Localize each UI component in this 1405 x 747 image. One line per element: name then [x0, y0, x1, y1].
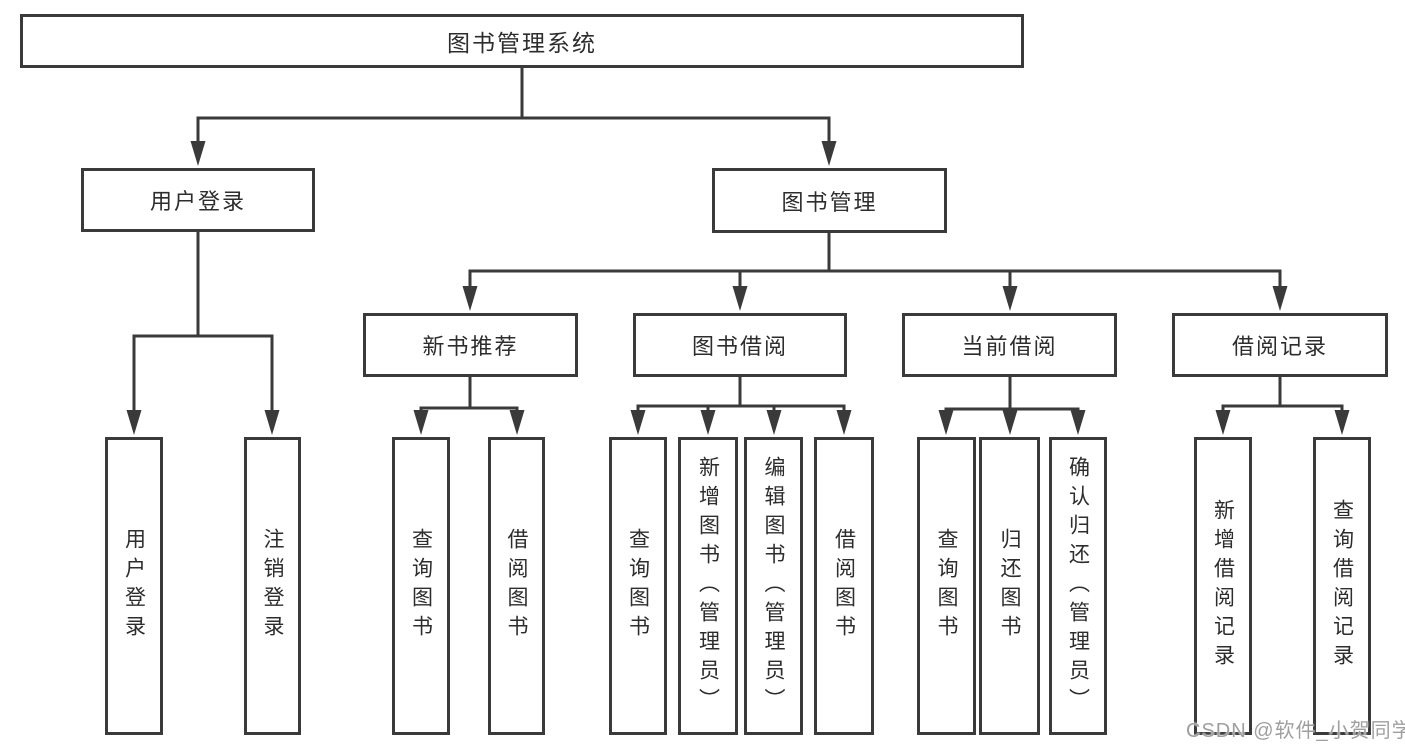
leaf-query-books-current: 查询图书 — [917, 437, 976, 735]
csdn-watermark: CSDN @软件_小贺同学 — [1186, 720, 1405, 742]
leaf-add-borrow-record: 新增借阅记录 — [1194, 437, 1252, 735]
leaf-borrow-books-recommend: 借阅图书 — [488, 437, 545, 735]
node-current-borrowing: 当前借阅 — [902, 313, 1117, 377]
leaf-query-books-borrowing: 查询图书 — [609, 437, 667, 735]
node-new-book-recommendation: 新书推荐 — [363, 313, 578, 377]
leaf-query-books-recommend: 查询图书 — [392, 437, 450, 735]
node-book-management: 图书管理 — [712, 168, 947, 233]
leaf-add-books-admin: 新增图书（管理员） — [678, 437, 738, 735]
leaf-edit-books-admin: 编辑图书（管理员） — [744, 437, 803, 735]
node-user-login: 用户登录 — [81, 168, 315, 232]
leaf-logout: 注销登录 — [244, 437, 301, 735]
leaf-user-login: 用户登录 — [105, 437, 163, 735]
leaf-borrow-books-borrowing: 借阅图书 — [814, 437, 874, 735]
leaf-query-borrow-record: 查询借阅记录 — [1313, 437, 1371, 735]
leaf-confirm-return-admin: 确认归还（管理员） — [1049, 437, 1107, 735]
node-borrowing-records: 借阅记录 — [1172, 313, 1388, 377]
node-book-borrowing: 图书借阅 — [633, 313, 847, 377]
leaf-return-books: 归还图书 — [979, 437, 1040, 735]
node-library-management-system: 图书管理系统 — [20, 14, 1024, 68]
